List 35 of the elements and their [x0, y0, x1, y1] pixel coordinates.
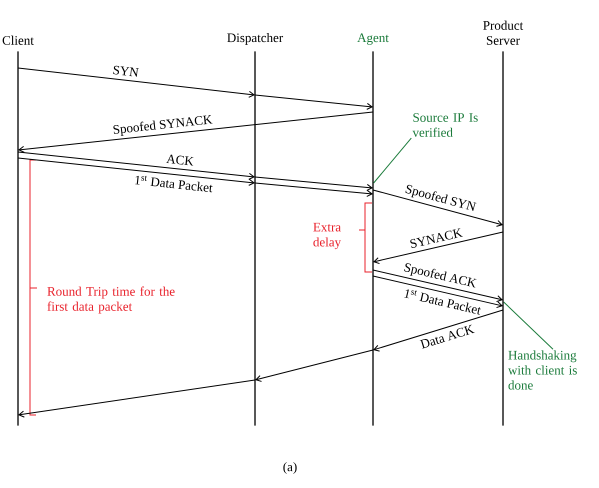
node-label: Client	[2, 36, 34, 45]
leader-line	[373, 138, 412, 184]
edge-label: Spoofed SYN	[403, 182, 478, 215]
node-label: Dispatcher	[227, 33, 284, 45]
note-text: Handshaking with client is done	[508, 350, 577, 390]
node-label: Agent	[357, 33, 389, 45]
edge-label: SYN	[112, 64, 140, 78]
edge-label: Data ACK	[418, 324, 476, 350]
message-arrow	[18, 112, 374, 153]
lifeline: Client	[2, 36, 34, 426]
message-arrow	[372, 190, 503, 227]
message-arrow	[254, 182, 373, 197]
message-arrow	[18, 152, 255, 180]
message-arrow	[372, 270, 503, 302]
edge-label: SYNACK	[408, 227, 464, 250]
message-arrow	[18, 158, 255, 186]
bracket-label: Round Trip time for the first data packet	[47, 286, 175, 314]
leader-line	[503, 302, 554, 350]
message-arrow	[373, 232, 504, 264]
lifeline: Agent	[357, 33, 389, 426]
message-arrow	[255, 350, 374, 382]
note-text: Source IP Is verified	[412, 113, 478, 137]
lifeline: Dispatcher	[227, 33, 284, 426]
edge-label: Spoofed SYNACK	[112, 114, 214, 138]
node-label: Product Server	[483, 20, 524, 45]
edge-label: ACK	[165, 154, 195, 166]
edge-label: 1$^{st}$ Data Packet	[133, 174, 214, 193]
message-arrow	[254, 94, 373, 110]
caption: (a)	[283, 462, 297, 474]
message-arrow	[18, 380, 256, 418]
bracket-label: Extra delay	[313, 222, 342, 250]
message-arrow	[254, 176, 373, 191]
message-arrow	[372, 276, 503, 308]
message-arrow	[373, 310, 504, 352]
message-arrow	[18, 68, 255, 98]
